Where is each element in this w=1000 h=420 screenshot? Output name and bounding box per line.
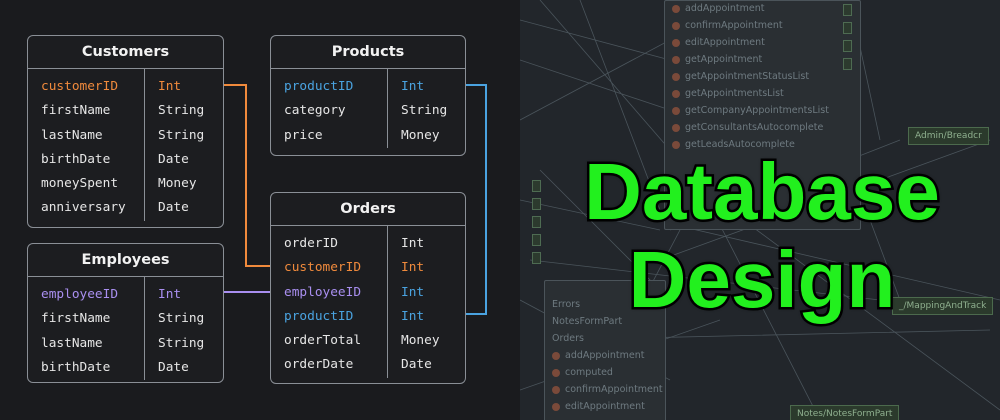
background-node-square — [843, 58, 852, 70]
background-row: getConsultantsAutocomplete — [672, 121, 823, 135]
customers-field-types: Int String String Date Money Date — [145, 69, 204, 221]
field-name: birthDate — [41, 151, 111, 167]
field-type: Int — [401, 308, 425, 324]
background-node-square — [532, 180, 541, 192]
field-name: employeeID — [284, 284, 362, 300]
relationship-lines — [224, 84, 487, 315]
background-row: addAppointment — [672, 2, 764, 16]
headline-line-1: Database — [582, 145, 943, 238]
background-row: getAppointment — [672, 53, 762, 67]
field-name: anniversary — [41, 200, 126, 216]
background-row: NotesFormPart — [552, 316, 623, 327]
product-id-link — [466, 84, 487, 315]
headline: Database Design — [552, 145, 972, 326]
products-table-title: Products — [271, 36, 465, 69]
field-name: orderID — [284, 236, 338, 251]
field-type: Money — [401, 333, 440, 349]
background-tag: Admin/Breadcr — [908, 127, 989, 145]
field-name: productID — [284, 308, 354, 324]
field-type: String — [401, 103, 448, 119]
field-type: Int — [158, 287, 182, 302]
field-name: orderTotal — [284, 333, 362, 349]
diagram-pane: Customers customerID firstName lastName … — [27, 35, 487, 384]
background-row: getAppointmentsList — [672, 87, 784, 101]
customers-table-title: Customers — [28, 36, 223, 69]
field-name: lastName — [41, 335, 103, 351]
field-name: productID — [284, 79, 354, 94]
headline-line-2: Design — [626, 233, 898, 326]
background-node-square — [532, 234, 541, 246]
background-node-square — [843, 40, 852, 52]
field-name: orderDate — [284, 357, 354, 373]
background-row: Orders — [552, 333, 584, 344]
field-type: Date — [158, 151, 189, 167]
background-node-square — [532, 198, 541, 210]
background-row: computed — [552, 366, 613, 380]
customer-id-link — [224, 84, 270, 267]
background-row: editAppointment — [672, 36, 765, 50]
background-node-box — [544, 280, 666, 420]
products-table[interactable]: Products productID category price Int St… — [270, 35, 466, 156]
employees-table-title: Employees — [28, 244, 223, 277]
orders-table-title: Orders — [271, 193, 465, 226]
orders-field-types: Int Int Int Int Money Date — [388, 226, 440, 378]
field-name: moneySpent — [41, 176, 119, 192]
field-type: Int — [401, 284, 425, 300]
field-name: price — [284, 127, 323, 143]
background-node-square — [843, 22, 852, 34]
employees-field-types: Int String String Date — [145, 277, 204, 380]
background-row: addAppointment — [552, 349, 644, 363]
field-type: String — [158, 103, 205, 119]
background-row: getLeadsAutocomplete — [672, 138, 795, 152]
field-type: Date — [158, 359, 189, 375]
field-name: lastName — [41, 127, 103, 143]
background-row: confirmAppointment — [672, 19, 783, 33]
field-type: Int — [158, 79, 182, 94]
customers-field-names: customerID firstName lastName birthDate … — [28, 69, 145, 221]
background-row: Errors — [552, 299, 581, 310]
employees-table[interactable]: Employees employeeID firstName lastName … — [27, 243, 224, 383]
field-type: Money — [401, 127, 440, 143]
field-type: Int — [401, 236, 425, 251]
customers-table[interactable]: Customers customerID firstName lastName … — [27, 35, 224, 228]
field-name: firstName — [41, 311, 111, 327]
field-name: employeeID — [41, 287, 119, 302]
field-type: Int — [401, 79, 425, 94]
field-name: customerID — [284, 260, 362, 276]
field-name: category — [284, 103, 346, 119]
background-node-square — [532, 252, 541, 264]
background-row: getCompanyAppointmentsList — [672, 104, 829, 118]
orders-field-names: orderID customerID employeeID productID … — [271, 226, 388, 378]
field-type: Int — [401, 260, 425, 276]
orders-table[interactable]: Orders orderID customerID employeeID pro… — [270, 192, 466, 384]
field-type: String — [158, 335, 205, 351]
background-node-square — [843, 4, 852, 16]
field-type: Date — [401, 357, 432, 373]
background-tag: _/MappingAndTrack — [892, 297, 994, 315]
background-node-box — [664, 0, 861, 230]
field-type: String — [158, 127, 205, 143]
field-type: Date — [158, 200, 189, 216]
field-name: birthDate — [41, 359, 111, 375]
field-type: String — [158, 311, 205, 327]
background-row: getAppointmentStatusList — [672, 70, 809, 84]
field-name: firstName — [41, 103, 111, 119]
field-type: Money — [158, 176, 197, 192]
field-name: customerID — [41, 79, 119, 94]
products-field-names: productID category price — [271, 69, 388, 148]
background-row: confirmAppointment — [552, 383, 663, 397]
products-field-types: Int String Money — [388, 69, 447, 148]
background-tag: Notes/NotesFormPart — [790, 405, 900, 420]
background-node-square — [532, 216, 541, 228]
background-dependency-graph: addAppointment confirmAppointment editAp… — [520, 0, 1000, 420]
background-row: editAppointment — [552, 400, 645, 414]
employees-field-names: employeeID firstName lastName birthDate — [28, 277, 145, 381]
